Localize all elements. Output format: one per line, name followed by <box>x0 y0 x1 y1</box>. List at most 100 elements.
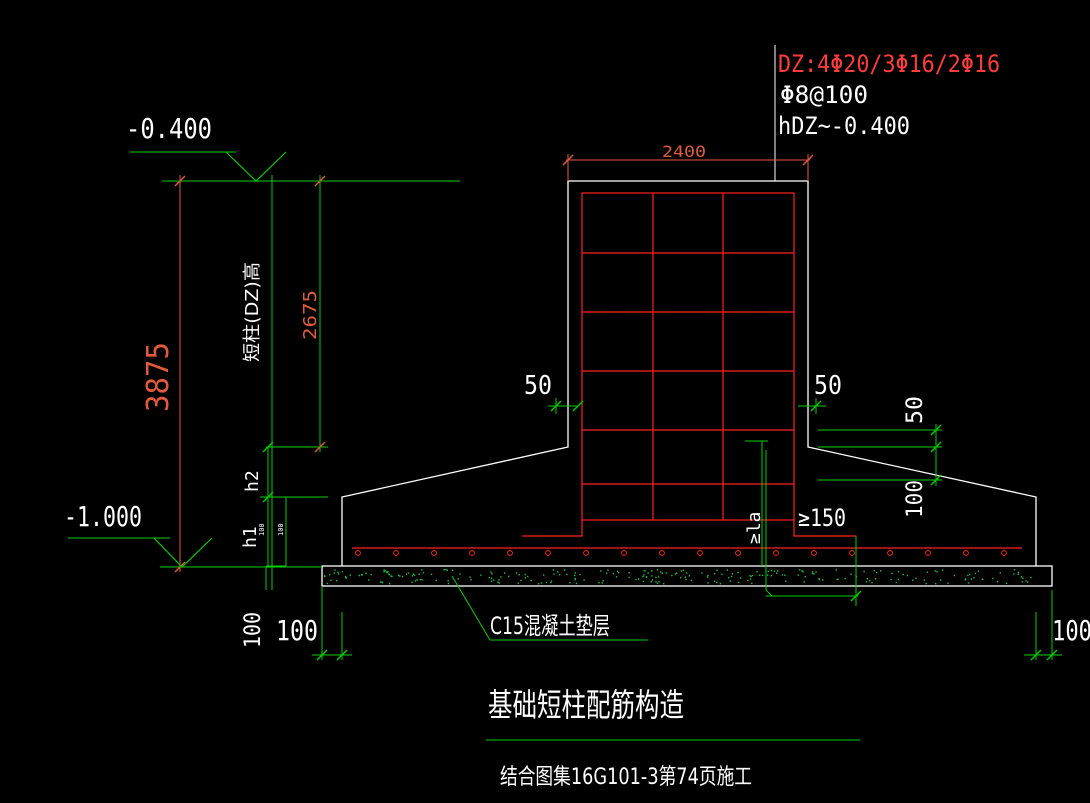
concrete-speckle <box>381 581 383 583</box>
concrete-speckle <box>1017 571 1020 573</box>
concrete-speckle <box>1013 573 1015 575</box>
concrete-speckle <box>642 575 644 578</box>
concrete-speckle <box>550 580 553 582</box>
concrete-speckle <box>967 582 970 584</box>
concrete-speckle <box>380 581 382 583</box>
rebar-dot <box>659 550 665 556</box>
rebar-dot <box>697 550 703 556</box>
concrete-speckle <box>804 576 806 578</box>
concrete-speckle <box>751 582 753 584</box>
concrete-speckle <box>518 574 520 576</box>
concrete-speckle <box>418 573 420 575</box>
concrete-speckle <box>850 573 852 575</box>
concrete-speckle <box>326 582 329 585</box>
concrete-speckle <box>953 574 956 577</box>
concrete-speckle <box>399 575 401 577</box>
rebar-dot <box>507 550 513 556</box>
concrete-speckle <box>935 582 937 585</box>
concrete-speckle <box>713 572 716 575</box>
concrete-speckle <box>324 575 326 577</box>
concrete-speckle <box>566 573 568 576</box>
concrete-speckle <box>1030 576 1032 579</box>
concrete-speckle <box>333 572 336 574</box>
concrete-speckle <box>761 574 764 576</box>
concrete-speckle <box>524 573 526 576</box>
concrete-speckle <box>936 571 938 573</box>
concrete-speckle <box>656 582 659 584</box>
concrete-speckle <box>337 571 339 573</box>
concrete-speckle <box>401 575 404 578</box>
concrete-speckle <box>731 573 733 575</box>
concrete-speckle <box>837 578 839 581</box>
concrete-speckle <box>387 571 389 573</box>
concrete-layer-label: C15混凝土垫层 <box>490 612 610 640</box>
concrete-speckle <box>445 569 447 571</box>
concrete-speckle <box>974 572 977 575</box>
concrete-speckle <box>801 570 803 572</box>
concrete-speckle <box>493 579 495 581</box>
elevation-bottom-label: -1.000 <box>64 500 142 533</box>
concrete-speckle <box>1017 573 1019 575</box>
concrete-speckle <box>897 570 900 573</box>
concrete-speckle <box>770 575 773 577</box>
concrete-speckle <box>676 572 678 574</box>
concrete-speckle <box>391 575 393 578</box>
concrete-speckle <box>747 579 749 582</box>
rebar-dot <box>621 550 627 556</box>
concrete-speckle <box>381 582 384 584</box>
concrete-speckle <box>615 576 618 578</box>
concrete-speckle <box>651 575 653 577</box>
concrete-speckle <box>1020 576 1022 578</box>
concrete-speckle <box>891 572 893 574</box>
concrete-speckle <box>968 573 971 576</box>
concrete-speckle <box>540 582 543 584</box>
concrete-speckle <box>658 581 660 583</box>
concrete-speckle <box>628 572 630 574</box>
rebar-dot <box>355 550 361 556</box>
concrete-speckle <box>895 581 897 584</box>
concrete-speckle <box>680 576 682 579</box>
concrete-speckle <box>643 574 645 576</box>
concrete-speckle <box>616 570 619 572</box>
extension-lines <box>68 151 1062 741</box>
concrete-speckle <box>923 579 926 581</box>
foundation-outline <box>341 45 1037 566</box>
concrete-speckle <box>912 579 914 581</box>
concrete-speckle <box>647 572 649 574</box>
concrete-speckle <box>422 572 425 574</box>
concrete-speckle <box>414 580 417 582</box>
ge150-label: ≥150 <box>798 504 846 532</box>
concrete-speckle <box>655 581 657 583</box>
concrete-speckle <box>500 576 502 578</box>
concrete-speckle <box>413 574 416 576</box>
concrete-speckle <box>941 569 944 571</box>
concrete-speckle <box>607 569 609 571</box>
concrete-speckle <box>688 575 690 577</box>
concrete-speckle <box>341 571 344 573</box>
concrete-speckle <box>638 578 640 580</box>
concrete-speckle <box>457 578 459 580</box>
concrete-speckle <box>875 578 877 580</box>
dim-ticks <box>262 400 1058 661</box>
concrete-speckle <box>756 571 758 573</box>
concrete-speckle <box>651 579 654 581</box>
concrete-speckle <box>655 576 657 579</box>
concrete-speckle <box>915 577 917 579</box>
concrete-speckle <box>628 576 630 579</box>
rebar-dot <box>963 550 969 556</box>
concrete-speckle <box>530 579 532 582</box>
concrete-speckle <box>803 581 805 583</box>
concrete-speckle <box>716 569 718 572</box>
concrete-speckle <box>713 580 716 582</box>
concrete-speckle <box>383 571 385 573</box>
concrete-speckle <box>550 581 552 584</box>
concrete-speckle <box>349 574 351 576</box>
h2-label: h2 <box>242 470 263 492</box>
concrete-speckle <box>685 572 688 574</box>
concrete-speckle <box>970 578 973 580</box>
concrete-speckle <box>818 578 820 580</box>
concrete-speckle <box>384 570 386 572</box>
concrete-speckle <box>552 569 554 571</box>
total-height-label: 3875 <box>141 342 176 412</box>
elevation-top-label: -0.400 <box>126 112 212 145</box>
